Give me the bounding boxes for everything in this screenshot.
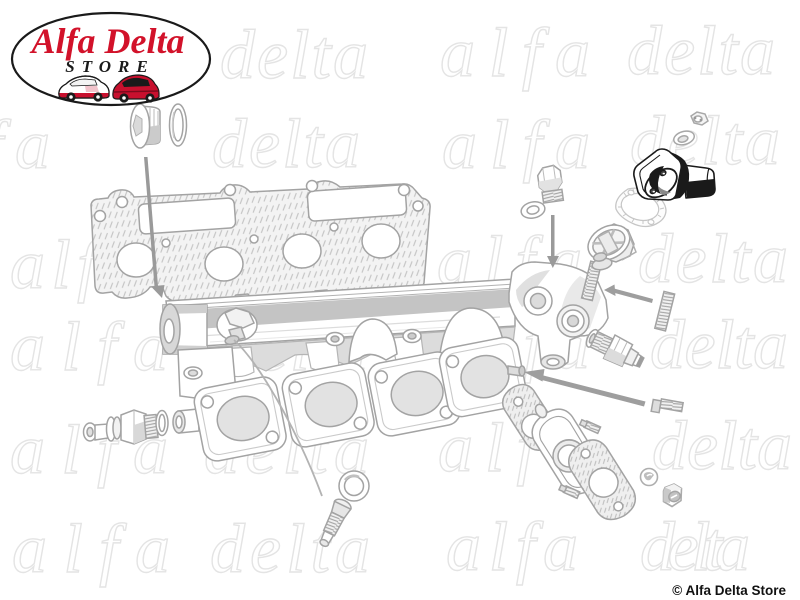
svg-text:delta: delta	[627, 13, 775, 90]
svg-text:STORE: STORE	[65, 57, 155, 76]
svg-text:delta: delta	[638, 221, 788, 298]
svg-text:alfa: alfa	[440, 15, 590, 92]
svg-text:delta: delta	[212, 106, 360, 183]
svg-text:delta: delta	[652, 408, 792, 485]
svg-text:© Alfa Delta Store: © Alfa Delta Store	[672, 583, 786, 598]
svg-text:delta: delta	[210, 511, 370, 588]
svg-text:Alfa Delta: Alfa Delta	[30, 21, 185, 61]
svg-text:alfa: alfa	[12, 511, 170, 588]
svg-text:delta: delta	[220, 17, 368, 94]
svg-text:delta: delta	[640, 509, 750, 586]
svg-text:alfa: alfa	[0, 107, 50, 184]
svg-text:alfa: alfa	[442, 107, 590, 184]
svg-text:alfa: alfa	[10, 309, 168, 386]
svg-text:alfa: alfa	[446, 509, 578, 586]
svg-text:delta: delta	[650, 307, 788, 384]
